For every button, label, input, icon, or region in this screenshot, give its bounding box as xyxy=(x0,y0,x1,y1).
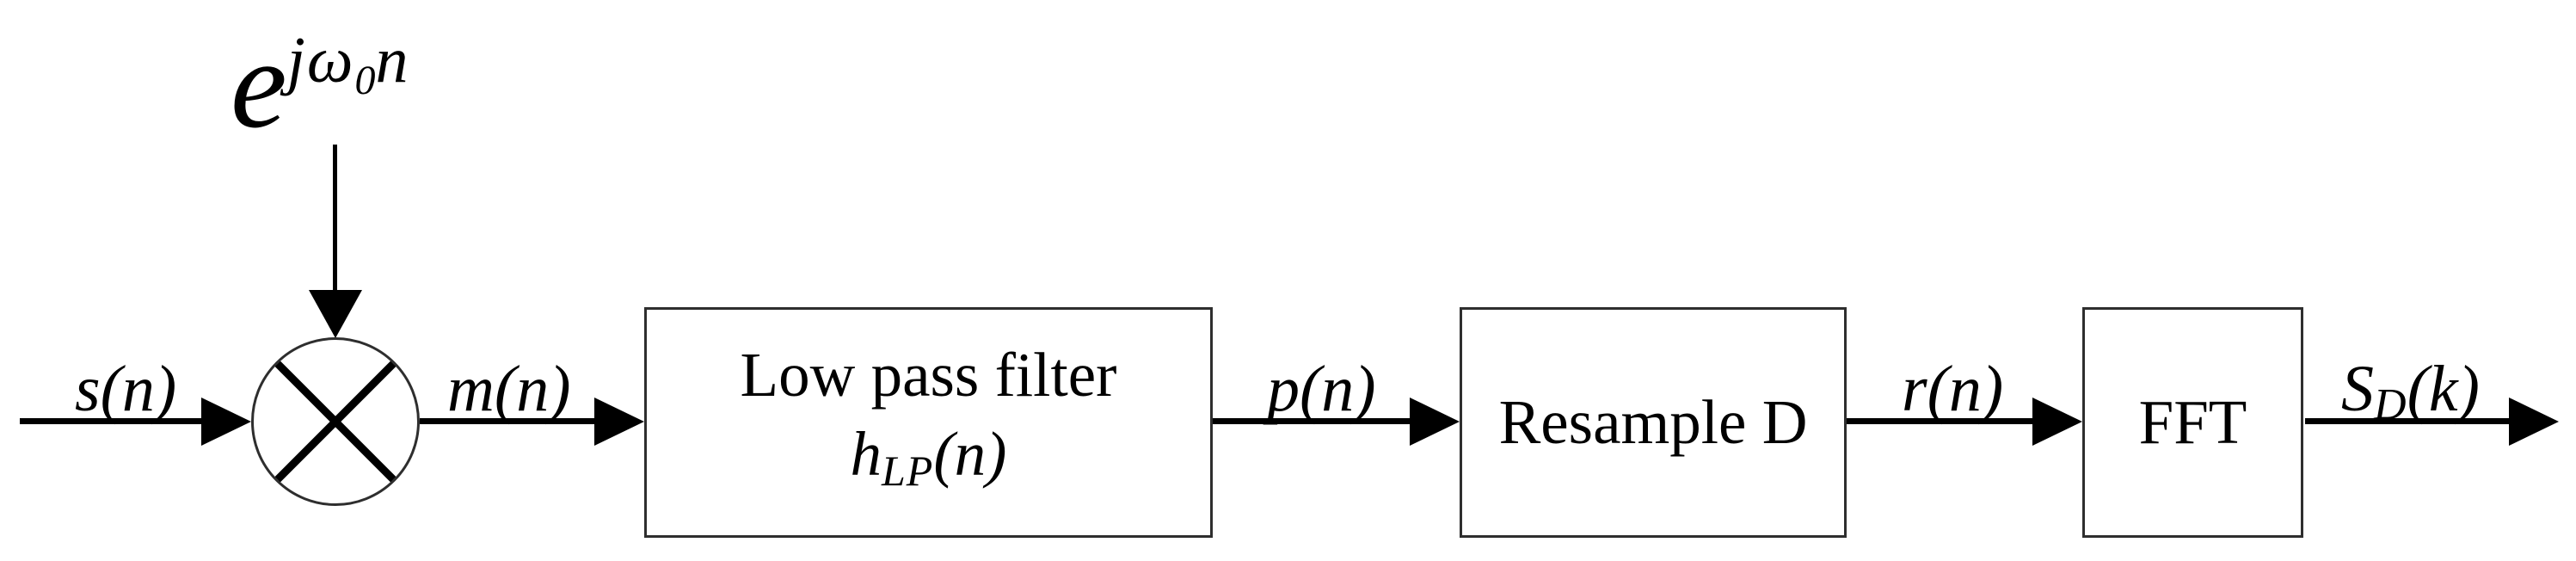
resampler-output-label: r(n) xyxy=(1902,353,2004,425)
carrier-subscript-zero: 0 xyxy=(354,58,376,103)
resample-block: Resample D xyxy=(1460,307,1847,538)
lowpass-filter-title: Low pass filter xyxy=(740,339,1117,410)
fft-block: FFT xyxy=(2082,307,2303,538)
arrowhead-down-icon xyxy=(309,290,362,338)
carrier-arrow-line xyxy=(333,145,337,293)
arrowhead-right-icon xyxy=(2509,398,2559,446)
input-arrow-line xyxy=(20,418,205,424)
mixer-output-label: m(n) xyxy=(447,353,571,425)
mixer-output-line xyxy=(420,418,598,424)
lowpass-filter-block: Low pass filter hLP(n) xyxy=(644,307,1213,538)
carrier-signal-label: ejω0n xyxy=(231,21,409,148)
arrowhead-right-icon xyxy=(2032,398,2082,446)
arrowhead-right-icon xyxy=(594,398,644,446)
lowpass-h-argument: (n) xyxy=(933,418,1007,489)
carrier-superscript-post: n xyxy=(375,24,410,96)
resampler-output-line xyxy=(1847,418,2036,424)
lowpass-h-subscript: LP xyxy=(882,446,934,495)
output-signal-label: SD(k) xyxy=(2341,356,2480,438)
resample-label: Resample D xyxy=(1498,387,1808,457)
lowpass-h: h xyxy=(850,418,882,489)
filter-output-label: p(n) xyxy=(1267,353,1376,425)
output-base: S xyxy=(2341,353,2374,425)
arrowhead-right-icon xyxy=(201,398,251,446)
mixer-multiplier-symbol xyxy=(251,337,420,506)
input-signal-label: s(n) xyxy=(75,353,177,425)
filter-output-line xyxy=(1213,418,1413,424)
lowpass-impulse-response-label: hLP(n) xyxy=(851,415,1007,510)
carrier-base: e xyxy=(231,14,287,155)
carrier-superscript-pre: jω xyxy=(286,24,355,96)
fft-label: FFT xyxy=(2138,387,2247,457)
arrowhead-right-icon xyxy=(1410,398,1460,446)
output-arrow-line xyxy=(2305,418,2512,424)
output-argument: (k) xyxy=(2407,353,2480,425)
